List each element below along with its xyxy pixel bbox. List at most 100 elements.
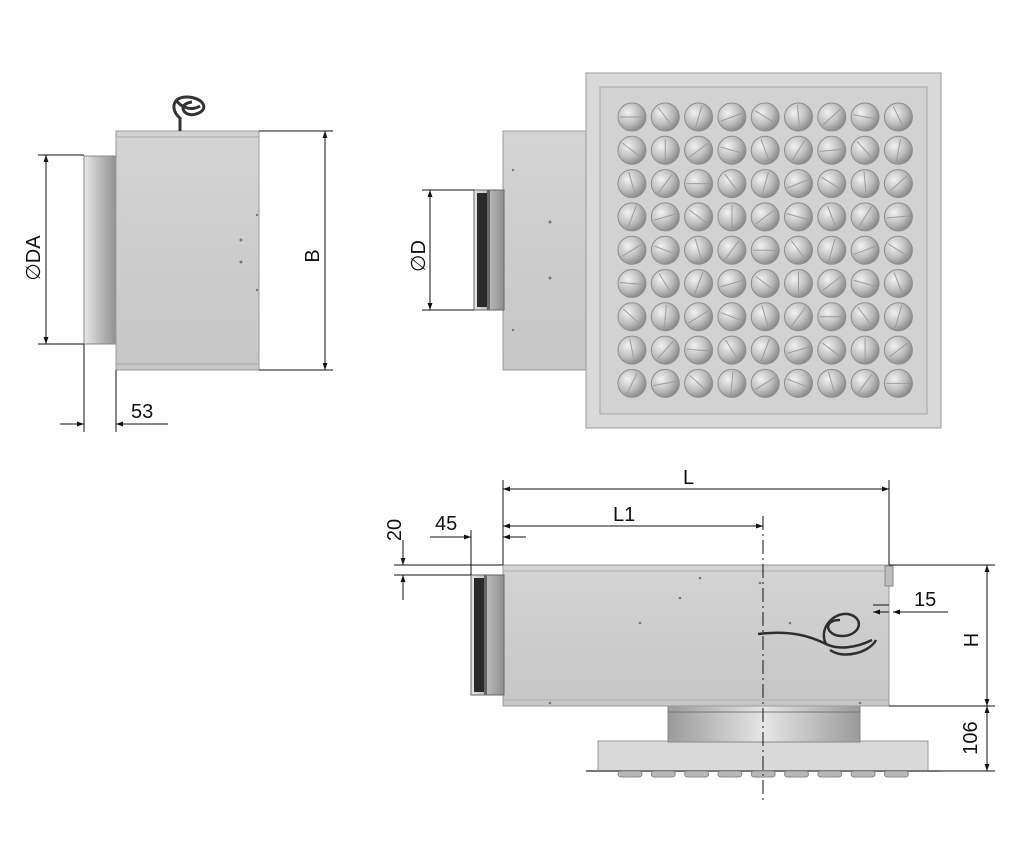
nozzle-vane	[886, 215, 911, 219]
nozzle-vane	[893, 272, 904, 295]
nozzle-vane	[720, 146, 744, 155]
nozzle-vane	[821, 176, 843, 191]
nozzle-lip	[850, 770, 876, 778]
nozzle-vane	[688, 310, 709, 324]
nozzle-vane	[853, 245, 877, 255]
nozzle-vane	[754, 376, 776, 391]
nozzle-lip	[717, 770, 743, 778]
nozzle-vane	[755, 275, 776, 292]
nozzle-vane	[821, 342, 842, 358]
nozzle-vane	[688, 142, 709, 158]
nozzle-vane	[754, 110, 776, 124]
nozzle-vane	[888, 342, 909, 358]
inlet-spigot	[83, 155, 118, 345]
nozzle-vane	[653, 380, 678, 387]
nozzle-vane	[621, 243, 643, 257]
nozzle-grid	[617, 102, 913, 398]
nozzle-vane	[761, 172, 769, 196]
nozzle-vane	[622, 308, 642, 326]
nozzle-vane	[857, 306, 873, 327]
nozzle-vane	[853, 279, 877, 288]
nozzle-vane	[689, 375, 708, 392]
plenum-box	[502, 130, 588, 371]
dim-label-b: B	[302, 249, 324, 262]
dim-label-106: 106	[960, 721, 982, 754]
nozzle-vane	[786, 213, 811, 221]
dim-label-l: L	[683, 467, 694, 489]
nozzle-vane	[895, 138, 902, 163]
nozzle-vane	[724, 173, 740, 194]
nozzle-vane	[657, 107, 673, 127]
nozzle-lip	[650, 770, 676, 778]
nozzle-vane	[724, 240, 740, 261]
nozzle-lip	[784, 770, 809, 778]
nozzle-vane	[819, 148, 844, 152]
dim-label-53: 53	[131, 401, 153, 423]
nozzle-vane	[627, 205, 637, 229]
actuator-cable	[172, 95, 206, 131]
nozzle-vane	[853, 114, 877, 120]
nozzle-vane	[787, 178, 810, 189]
nozzle-vane	[720, 112, 744, 122]
nozzle-vane	[827, 205, 837, 229]
nozzle-vane	[658, 273, 673, 294]
nozzle-vane	[725, 339, 739, 361]
dim-label-l1: L1	[613, 504, 635, 526]
nozzle-vane	[863, 171, 867, 196]
nozzle-vane	[857, 373, 873, 394]
nozzle-vane	[787, 378, 810, 389]
nozzle-vane	[790, 306, 807, 327]
nozzle-vane	[796, 105, 801, 129]
nozzle-vane	[694, 238, 703, 262]
nozzle-vane	[828, 238, 836, 262]
nozzle-vane	[892, 106, 905, 128]
nozzle-vane	[790, 240, 807, 261]
dim-label-da: ∅DA	[23, 235, 45, 281]
front-view: ∅D	[408, 72, 942, 429]
nozzle-vane	[822, 108, 841, 126]
nozzle-lip	[684, 770, 710, 778]
nozzle-vane	[653, 213, 677, 221]
nozzle-vane	[894, 305, 903, 329]
nozzle-vane	[786, 346, 811, 354]
nozzle-vane	[694, 105, 703, 129]
side-view: ∅DA B 53	[23, 95, 333, 432]
nozzle-vane	[760, 139, 770, 162]
nozzle-lip	[883, 770, 909, 778]
control-cable	[757, 612, 878, 656]
nozzle-vane	[755, 209, 776, 225]
nozzle-vane	[889, 175, 908, 192]
nozzle-vane	[628, 172, 636, 196]
dim-label-20: 20	[384, 519, 406, 541]
nozzle-vane	[720, 279, 744, 288]
nozzle-vane	[693, 272, 704, 295]
nozzle-vane	[629, 338, 635, 362]
nozzle-vane	[663, 304, 667, 329]
nozzle-vane	[626, 372, 638, 395]
nozzle-lip	[617, 770, 643, 778]
dim-label-d: ∅D	[408, 240, 430, 272]
plenum-body	[502, 564, 890, 707]
nozzle-vane	[654, 245, 677, 255]
nozzle-vane	[791, 139, 806, 161]
nozzle-vane	[730, 371, 734, 396]
nozzle-vane	[657, 173, 673, 194]
dim-label-15: 15	[914, 589, 936, 611]
dim-label-45: 45	[435, 513, 457, 535]
nozzle-vane	[761, 305, 769, 329]
nozzle-vane	[686, 348, 711, 352]
nozzle-vane	[656, 340, 674, 360]
nozzle-lip	[817, 770, 843, 778]
nozzle-vane	[720, 312, 744, 322]
nozzle-vane	[821, 275, 842, 292]
outlet-neck	[667, 705, 861, 743]
nozzle-vane	[760, 338, 770, 362]
nozzle-vane	[828, 371, 836, 395]
nozzle-vane	[688, 209, 709, 225]
nozzle-vane	[888, 243, 909, 257]
dim-label-h: H	[961, 633, 983, 647]
side-body	[115, 130, 260, 371]
nozzle-vane	[858, 206, 872, 228]
nozzle-vane	[622, 142, 642, 158]
